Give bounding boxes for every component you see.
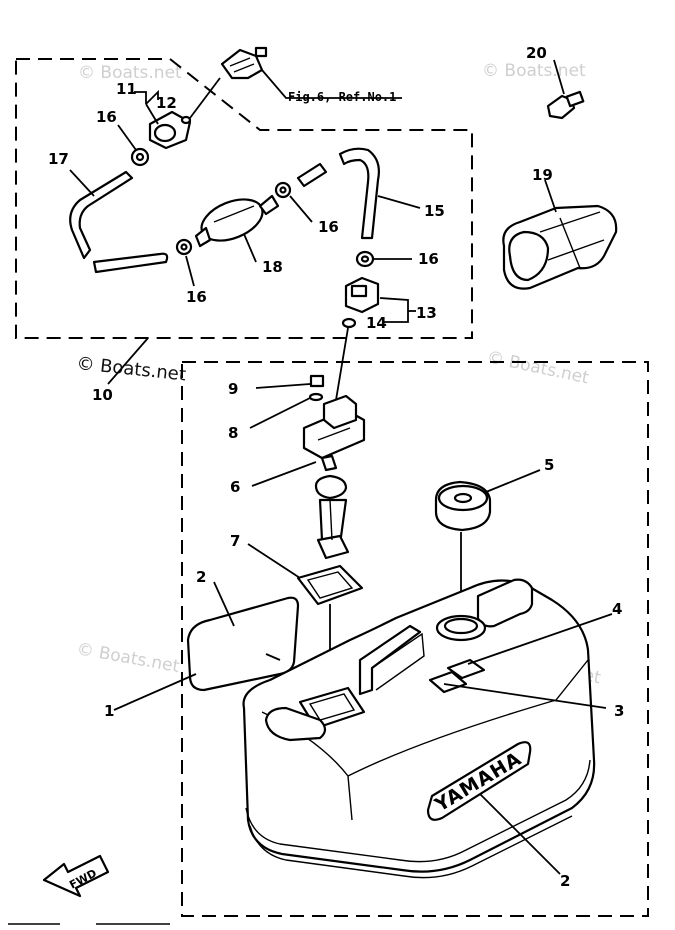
callout-bracket: [134, 91, 147, 104]
watermark: © Boats.net: [482, 61, 586, 81]
callout-2: 2: [560, 872, 570, 890]
hose-clip-part: [274, 181, 292, 199]
engine-fuel-joint-part: [220, 46, 402, 99]
callout-15: 15: [424, 202, 445, 220]
tank-group-outline: [181, 361, 649, 917]
callout-17: 17: [48, 150, 69, 168]
callout-19: 19: [532, 166, 553, 184]
hose-assembly-group-outline: [15, 58, 473, 339]
callout-7: 7: [230, 532, 240, 550]
callout-16: 16: [318, 218, 339, 236]
tank-cover-part: [502, 179, 618, 290]
fuel-tank-body-part: YAMAHA: [242, 578, 596, 879]
callout-1: 1: [104, 702, 114, 720]
hose-clip-part: [175, 238, 193, 256]
callout-9: 9: [228, 380, 238, 398]
fuel-hose-part: [92, 252, 169, 274]
fuel-gauge-assembly-part: [251, 394, 366, 560]
decal-part: [186, 581, 300, 692]
callout-13: 13: [416, 304, 437, 322]
forward-arrow-icon: FWD: [42, 854, 110, 898]
connector-part: [148, 77, 221, 150]
watermark: © Boats.net: [75, 639, 181, 677]
callout-2: 2: [196, 568, 206, 586]
callout-20: 20: [526, 44, 547, 62]
reference-note: Fig.6, Ref.No.1: [288, 90, 396, 104]
filler-cap-part: [434, 469, 541, 532]
gasket-part: [247, 543, 364, 606]
washer-part: [249, 392, 324, 429]
screw-part: [255, 374, 325, 389]
watermark: © Boats.net: [78, 63, 182, 83]
callout-8: 8: [228, 424, 238, 442]
watermark: © Boats.net: [485, 347, 591, 388]
fuel-hose-part: [69, 170, 134, 260]
callout-10: 10: [92, 386, 113, 404]
callout-3: 3: [614, 702, 624, 720]
tank-connector-part: [341, 276, 380, 329]
callout-14: 14: [366, 314, 387, 332]
callout-5: 5: [544, 456, 554, 474]
callout-6: 6: [230, 478, 240, 496]
callout-16: 16: [186, 288, 207, 306]
fuel-hose-part: [338, 147, 380, 240]
hose-clip-part: [355, 250, 375, 268]
callout-18: 18: [262, 258, 283, 276]
callout-bracket: [145, 89, 159, 105]
callout-12: 12: [156, 94, 177, 112]
callout-16: 16: [96, 108, 117, 126]
callout-4: 4: [612, 600, 622, 618]
vent-screw-part: [546, 59, 585, 120]
hose-clip-part: [130, 147, 150, 167]
fuel-hose-part: [296, 162, 328, 188]
callout-16: 16: [418, 250, 439, 268]
callout-11: 11: [116, 80, 137, 98]
primer-bulb-part: [194, 194, 280, 248]
